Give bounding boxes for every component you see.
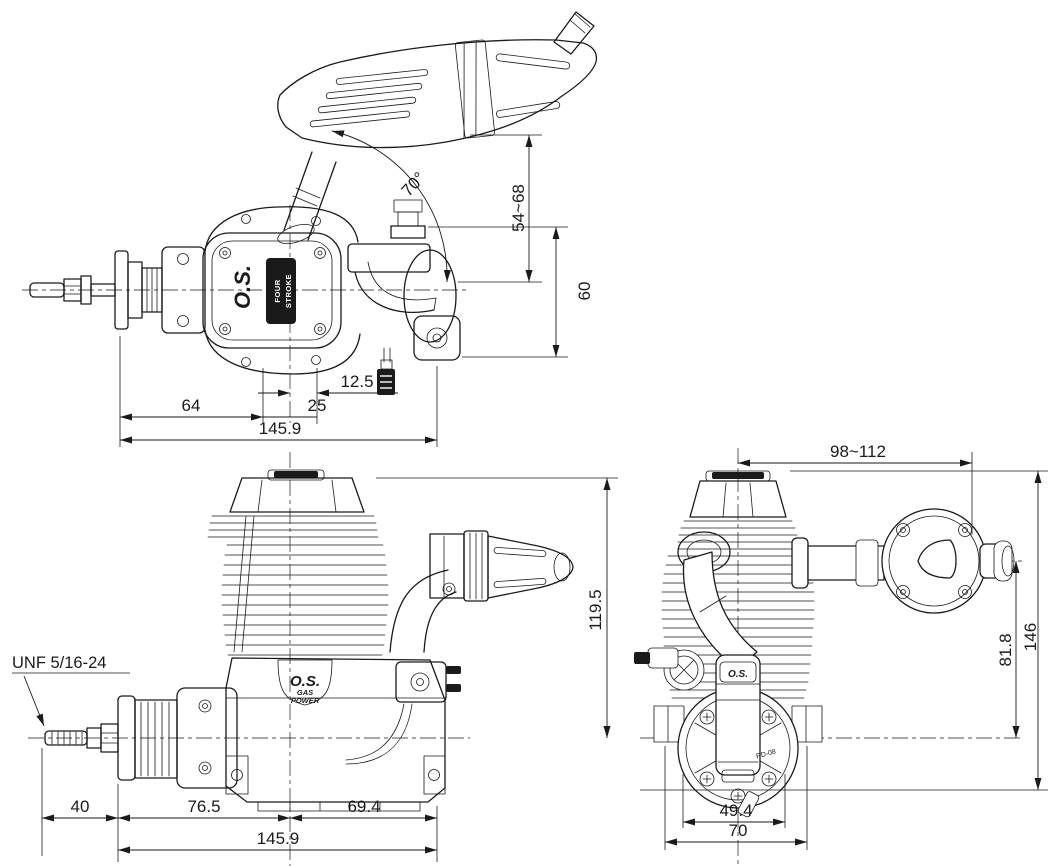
side-view-dimensions: 119.5 40 76.5 69.4 145.9 bbox=[41, 477, 618, 862]
dim-overall-length-side: 145.9 bbox=[257, 829, 300, 848]
dim-centerline-to-rear: 69.4 bbox=[347, 797, 380, 816]
rear-view-dimensions: 98~112 146 81.8 49.4 70 bbox=[640, 442, 1048, 850]
os-logo-rear-view: O.S. bbox=[728, 669, 748, 680]
dim-mount-offset: 12.5 bbox=[340, 372, 373, 391]
os-logo-top-view: O.S. bbox=[230, 265, 255, 309]
dim-overall-length-top: 145.9 bbox=[259, 419, 302, 438]
thread-label: UNF 5/16-24 bbox=[12, 654, 106, 672]
pump-label: PD-08 bbox=[756, 749, 777, 761]
dim-pump-width: 49.4 bbox=[719, 801, 752, 820]
top-side-view-dimensions: 54~68 60 12.5 64 25 145.9 bbox=[119, 134, 594, 447]
four-stroke-badge bbox=[266, 258, 296, 324]
dim-front-to-centerline: 76.5 bbox=[187, 797, 220, 816]
os-logo-side-view: O.S. bbox=[290, 673, 320, 690]
side-view: O.S. GAS POWER UNF 5/16-24 bbox=[12, 452, 574, 866]
gas-label: GAS bbox=[297, 688, 313, 697]
dim-carb-height: 60 bbox=[575, 282, 594, 301]
dim-shaft-length: 40 bbox=[71, 797, 90, 816]
dim-mount-span: 25 bbox=[308, 396, 327, 415]
dim-front-length: 64 bbox=[182, 396, 201, 415]
dim-overall-height-rear: 146 bbox=[1021, 623, 1040, 651]
badge-line1: FOUR bbox=[273, 279, 282, 302]
dim-outlet-height-range: 54~68 bbox=[509, 184, 528, 232]
rear-view: O.S. PD-08 bbox=[633, 448, 1022, 866]
dim-outlet-height: 81.8 bbox=[996, 633, 1015, 666]
dim-overall-height-side: 119.5 bbox=[586, 589, 605, 630]
dim-muffler-reach-range: 98~112 bbox=[830, 442, 886, 461]
dim-mount-width: 70 bbox=[729, 821, 748, 840]
badge-line2: STROKE bbox=[284, 274, 293, 308]
power-label: POWER bbox=[291, 696, 320, 705]
